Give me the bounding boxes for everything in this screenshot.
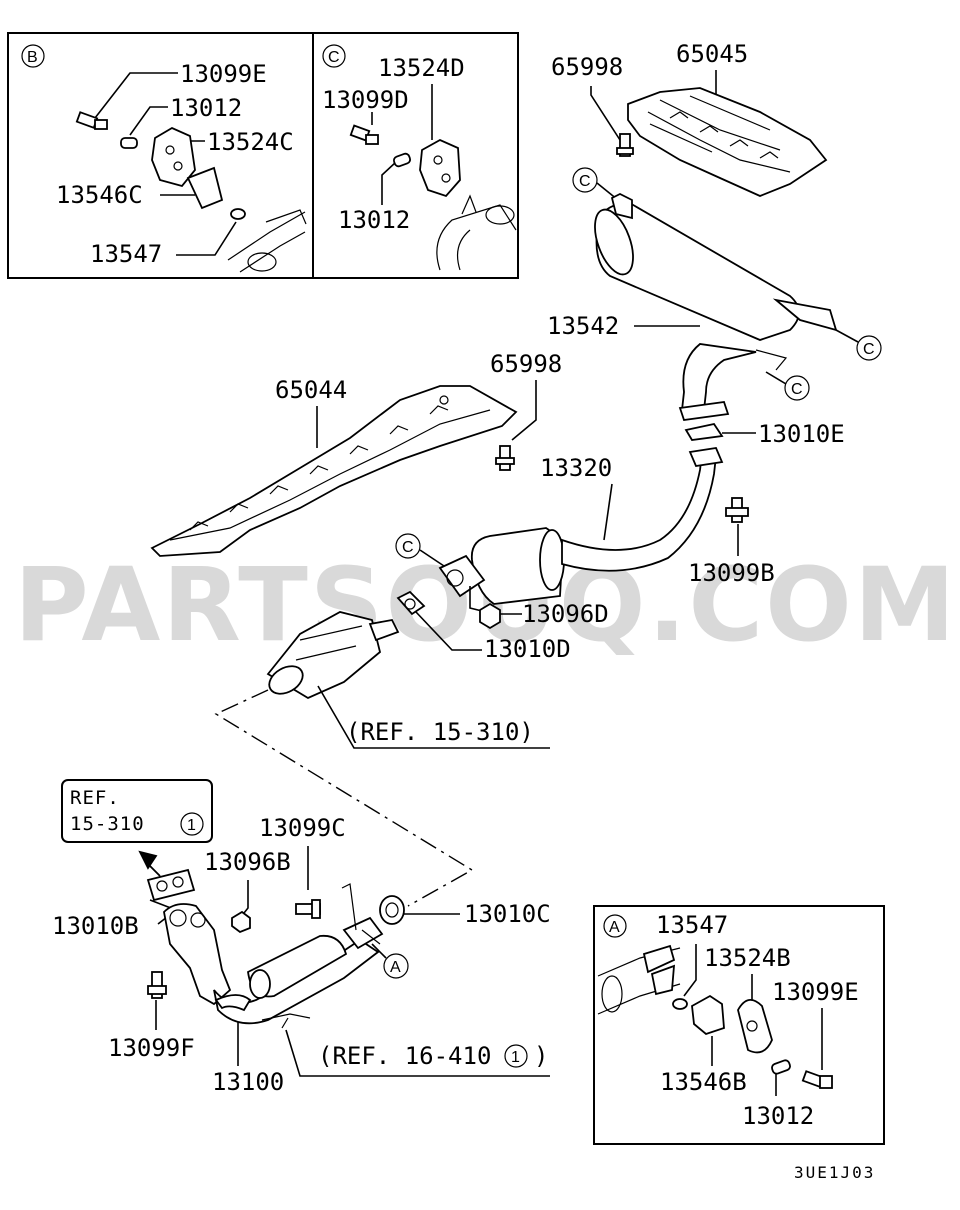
label-13524D: 13524D xyxy=(378,54,465,82)
label-13099F: 13099F xyxy=(108,1034,195,1062)
gasket-13010D: 13010D xyxy=(396,590,571,663)
callout-c-circle xyxy=(784,375,810,401)
washer-icon xyxy=(230,208,246,220)
label-65998-mid: 65998 xyxy=(490,350,562,378)
label-13096D: 13096D xyxy=(522,600,609,628)
callout-a: A xyxy=(390,959,401,976)
label-13542: 13542 xyxy=(547,312,619,340)
label-65045: 65045 xyxy=(676,40,748,68)
label-13012-c: 13012 xyxy=(338,206,410,234)
bolt-13099B: 13099B xyxy=(688,497,775,587)
bolt-icon xyxy=(801,1070,833,1089)
label-13099E-a: 13099E xyxy=(772,978,859,1006)
inset-a-frame xyxy=(593,905,885,1145)
callout-c-4: C xyxy=(402,539,414,556)
inset-c-marker: C xyxy=(328,49,340,66)
label-65998-top: 65998 xyxy=(551,53,623,81)
pin-icon xyxy=(771,1059,791,1075)
washer-icon xyxy=(672,998,688,1010)
bolt-icon xyxy=(349,124,379,145)
ref-sensor: (REF. 16-410 xyxy=(318,1042,491,1070)
nut-13096D: 13096D xyxy=(479,600,609,630)
callout-a-circle xyxy=(383,953,409,979)
callout-c-1: C xyxy=(579,173,591,190)
inset-a-marker: A xyxy=(609,919,620,936)
diagram-code: 3UE1J03 xyxy=(794,1163,875,1182)
rubber-mount-icon xyxy=(737,999,773,1054)
label-13546C: 13546C xyxy=(56,181,143,209)
main-muffler-13542: C 13542 C C xyxy=(547,167,882,421)
label-13010D: 13010D xyxy=(484,635,571,663)
label-13099D: 13099D xyxy=(322,86,409,114)
hanger-bracket-icon xyxy=(419,138,461,198)
callout-c-circle xyxy=(395,533,421,559)
bolt-icon xyxy=(616,133,634,157)
label-13100: 13100 xyxy=(212,1068,284,1096)
ref-box-frame xyxy=(61,779,213,843)
callout-c-circle xyxy=(572,167,598,193)
gasket-13010E: 13010E xyxy=(684,420,845,448)
callout-c-circle xyxy=(856,335,882,361)
label-65044: 65044 xyxy=(275,376,347,404)
catalytic-converter: (REF. 15-310) xyxy=(266,611,550,749)
ref-box-num: 1 xyxy=(187,817,196,834)
ref-sensor-num: 1 xyxy=(511,1049,520,1066)
front-pipe-13100: 13099C 13096B 13010B 13010C 13099F 13100 xyxy=(52,814,551,1096)
label-13099B: 13099B xyxy=(688,559,775,587)
callout-c-2: C xyxy=(863,341,875,358)
label-13010C: 13010C xyxy=(464,900,551,928)
label-13010B: 13010B xyxy=(52,912,139,940)
label-13010E: 13010E xyxy=(758,420,845,448)
bolt-icon xyxy=(147,971,167,999)
ref-sensor-close: ) xyxy=(534,1042,548,1070)
inset-c-marker-circle xyxy=(322,44,346,68)
hanger-bracket-icon xyxy=(691,994,725,1036)
heat-shield-65045: 65998 65045 xyxy=(551,40,828,197)
arrow-up-icon xyxy=(138,850,161,877)
ref-box-line1: REF. xyxy=(70,787,120,809)
label-13320: 13320 xyxy=(540,454,612,482)
rubber-mount-icon xyxy=(186,166,224,210)
label-13099C: 13099C xyxy=(259,814,346,842)
label-13524C: 13524C xyxy=(207,128,294,156)
label-13096B: 13096B xyxy=(204,848,291,876)
label-13524B: 13524B xyxy=(704,944,791,972)
nut-icon xyxy=(231,910,251,934)
center-pipe-13320: 13320 C xyxy=(395,447,724,613)
ref-catalyst: (REF. 15-310) xyxy=(346,718,534,746)
ref-box-line2: 15-310 xyxy=(70,813,145,835)
inset-b-marker-circle xyxy=(21,44,45,68)
label-13012-b: 13012 xyxy=(170,94,242,122)
bolt-icon xyxy=(75,111,108,130)
label-13547-b: 13547 xyxy=(90,240,162,268)
bolt-icon xyxy=(495,445,515,471)
pin-icon xyxy=(120,137,138,149)
ref-box: REF. 15-310 1 xyxy=(61,779,213,877)
nut-icon xyxy=(479,602,501,630)
label-13012-a: 13012 xyxy=(742,1102,814,1130)
inset-c-frame xyxy=(312,32,519,279)
heat-shield-65044: 65998 65044 xyxy=(150,350,562,557)
label-13547-a: 13547 xyxy=(656,911,728,939)
connector-line xyxy=(214,689,474,907)
inset-c: C 13524D 13099D 13012 xyxy=(312,32,519,279)
bolt-icon xyxy=(295,899,321,919)
callout-c-3: C xyxy=(791,381,803,398)
inset-b-marker: B xyxy=(27,49,38,66)
pin-icon xyxy=(392,152,412,168)
label-13099E-b: 13099E xyxy=(180,60,267,88)
inset-a: A 13547 13524B 13099E 13546B 13012 xyxy=(593,905,885,1145)
inset-b: B 13099E 13012 13524C 13546C 13547 xyxy=(7,32,314,279)
inset-a-marker-circle xyxy=(603,914,627,938)
label-13546B: 13546B xyxy=(660,1068,747,1096)
